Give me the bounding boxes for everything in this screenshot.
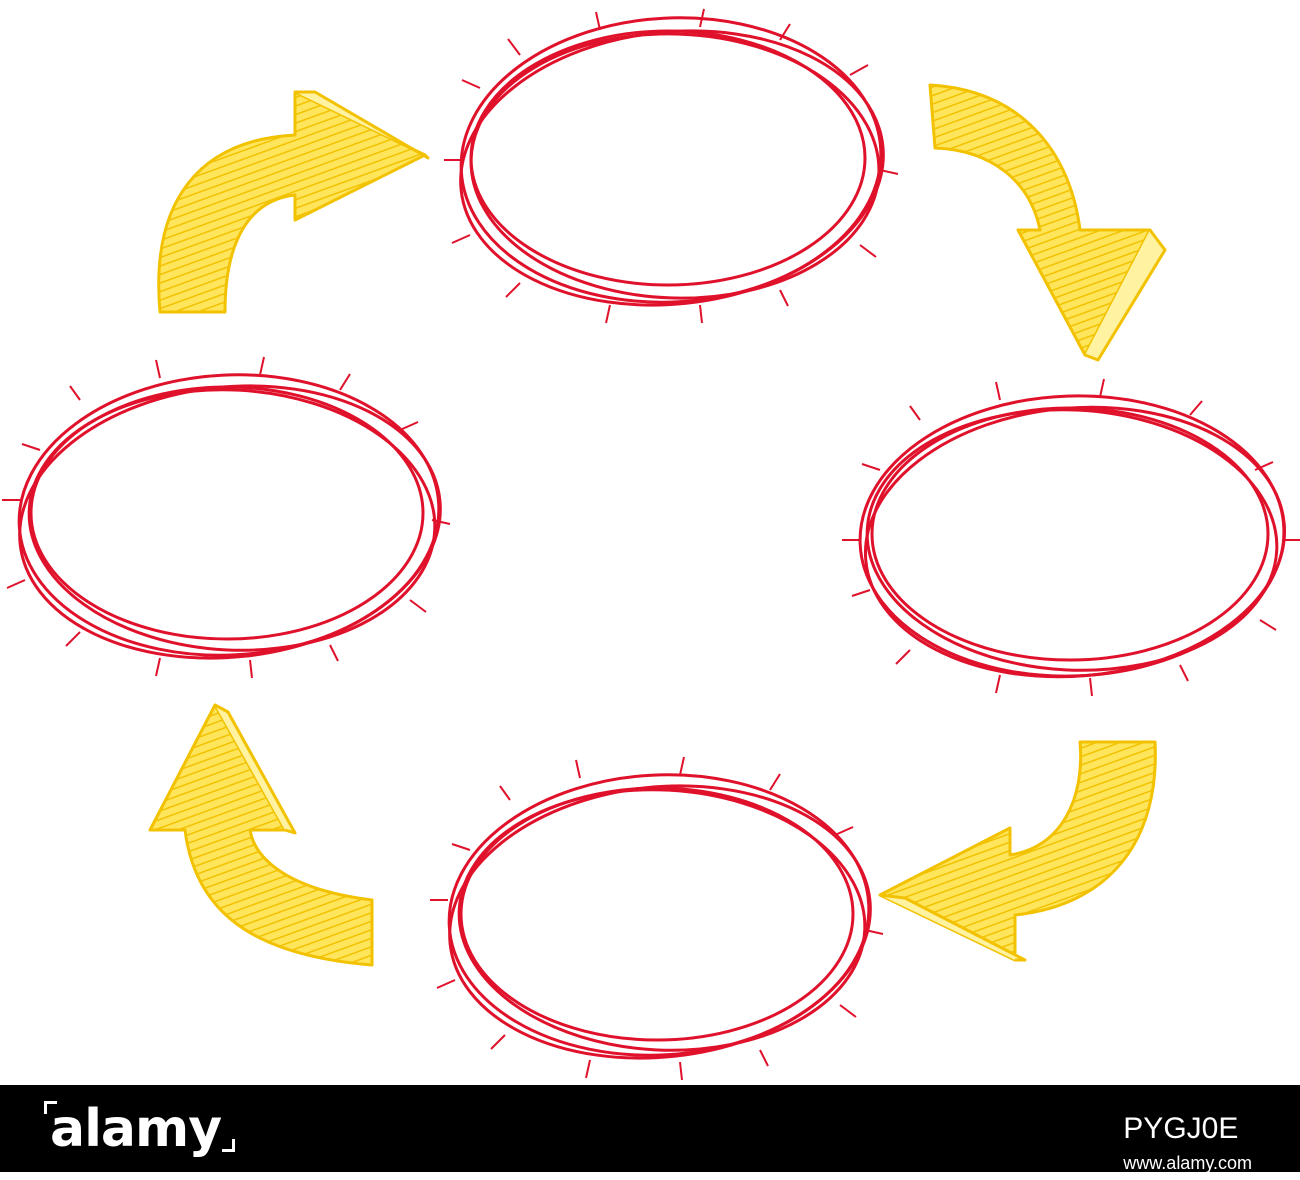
- arrow-top-right: [928, 83, 1167, 362]
- watermark-bar: alamy PYGJ0E www.alamy.com: [0, 1085, 1300, 1173]
- oval-left: [2, 356, 451, 679]
- oval-right: [842, 378, 1300, 697]
- cycle-diagram: [2, 8, 1300, 1081]
- oval-bottom: [430, 756, 884, 1081]
- arrow-bottom-left: [148, 703, 374, 967]
- alamy-logo: alamy: [44, 1099, 236, 1159]
- logo-text: alamy: [50, 1099, 222, 1159]
- watermark-url: www.alamy.com: [1123, 1153, 1252, 1173]
- image-id: PYGJ0E: [1123, 1112, 1239, 1145]
- oval-top: [444, 8, 899, 324]
- watermark-caption: PYGJ0E www.alamy.com: [1123, 1112, 1252, 1180]
- arrow-bottom-right: [878, 740, 1157, 962]
- arrow-top-left: [157, 90, 430, 314]
